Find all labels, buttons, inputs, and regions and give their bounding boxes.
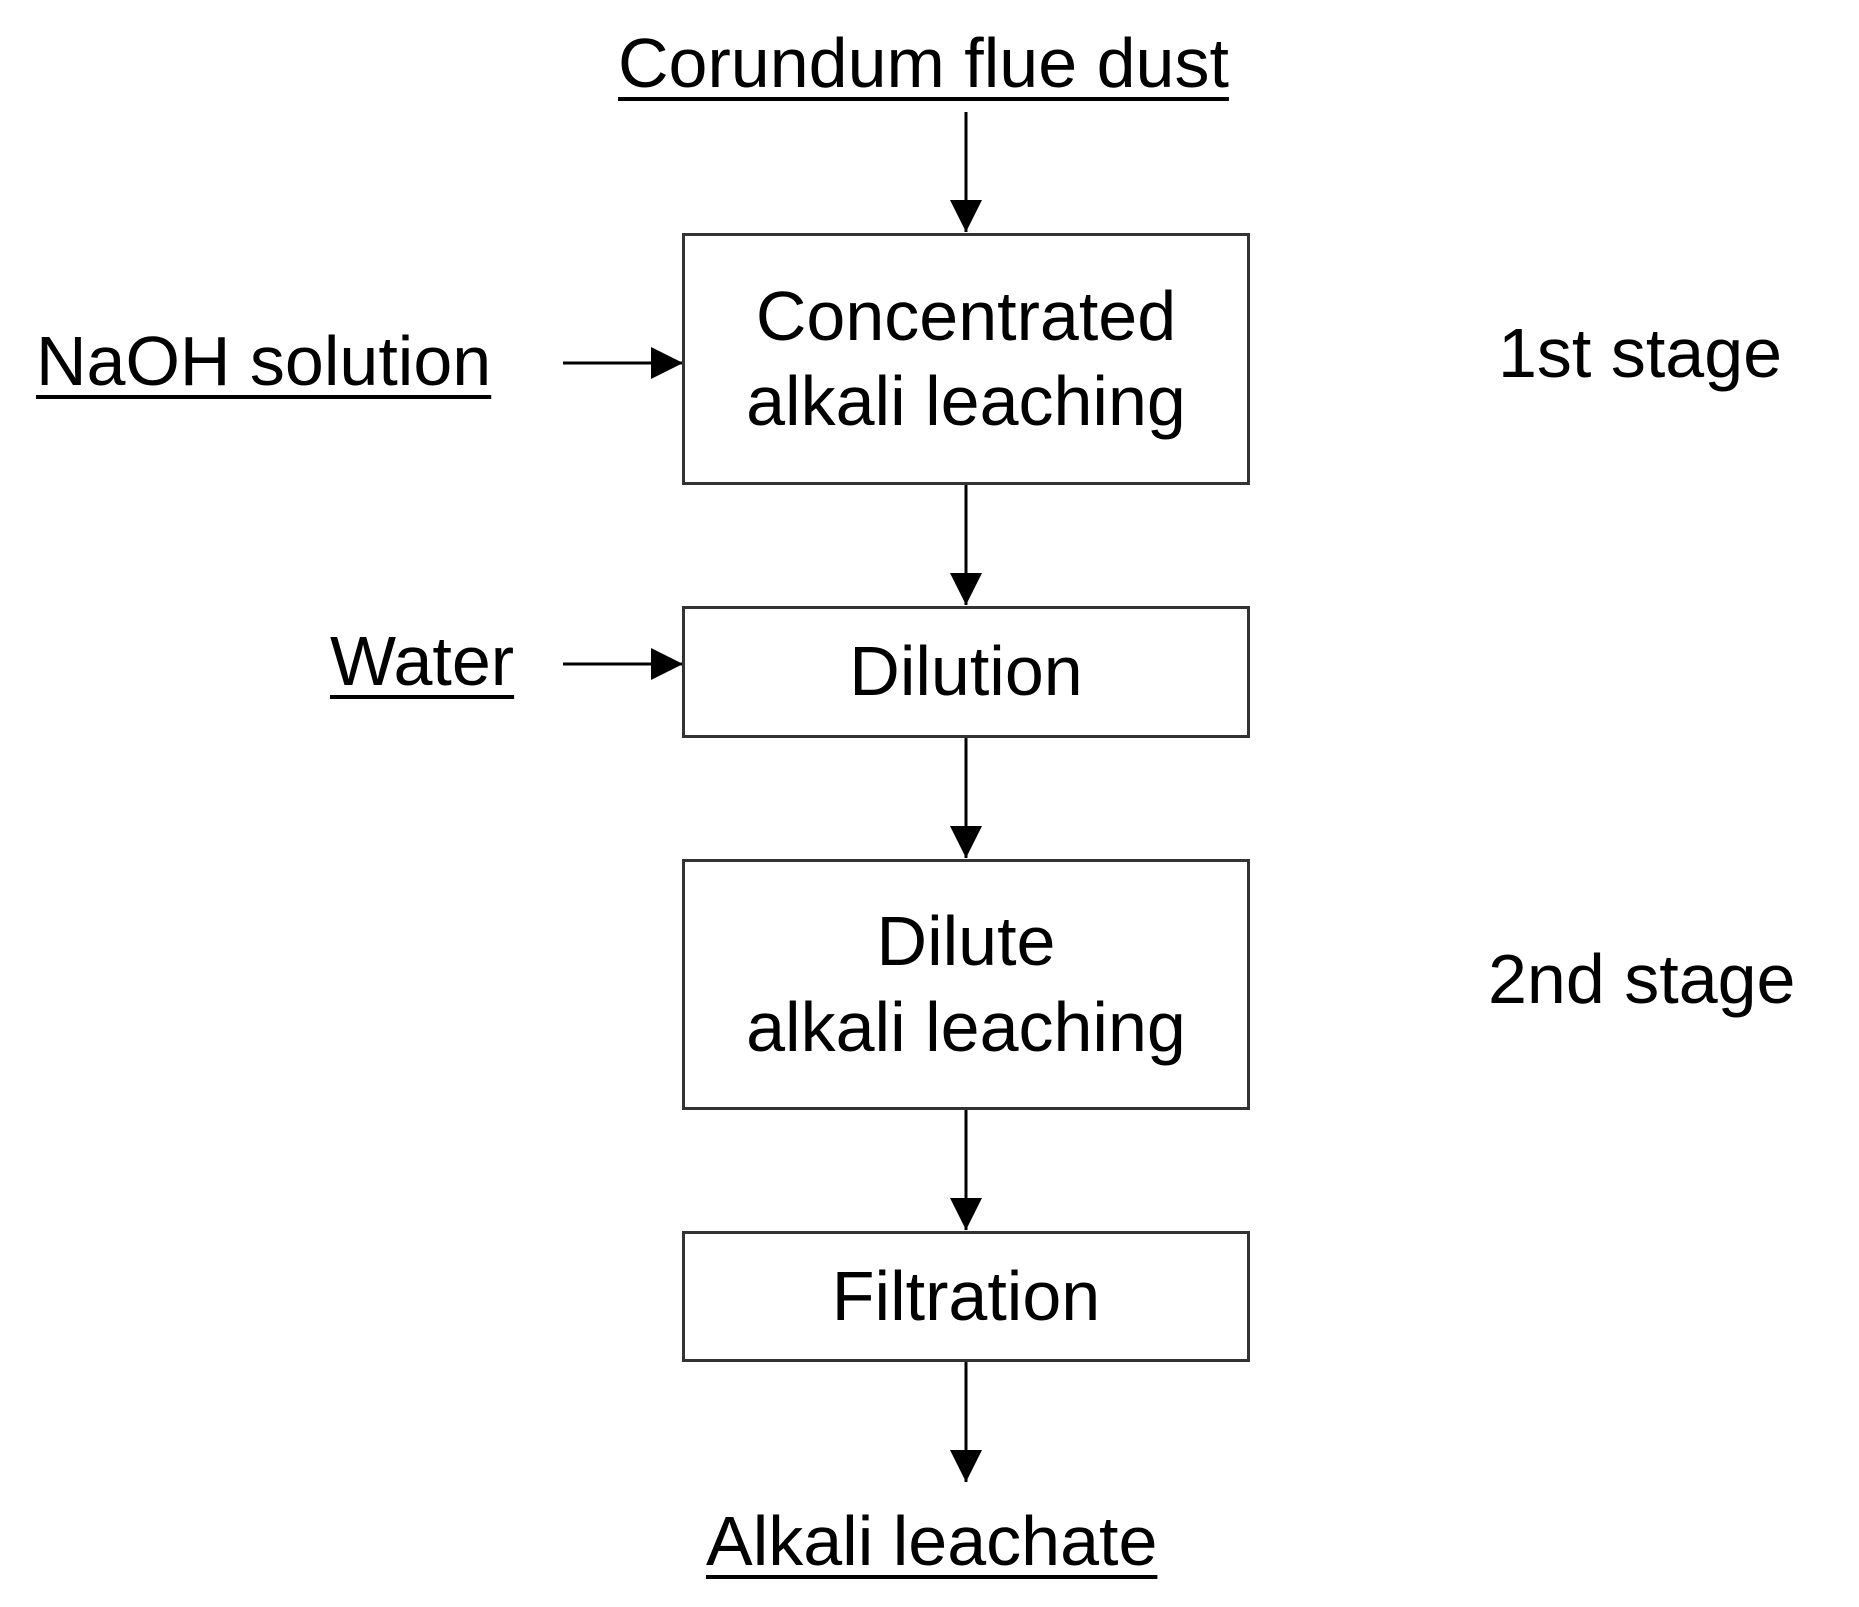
arrowhead [950, 200, 982, 232]
output-label: Alkali leachate [706, 1502, 1158, 1580]
concentrated-leaching-line1: Concentrated [755, 276, 1177, 355]
naoh-input-label: NaOH solution [36, 322, 492, 400]
feed-label: Corundum flue dust [618, 24, 1229, 102]
water-input-label: Water [330, 622, 515, 700]
arrowhead [651, 648, 683, 680]
stage-2-label: 2nd stage [1488, 940, 1796, 1018]
dilute-leaching-line1: Dilute [876, 902, 1056, 981]
dilution-label: Dilution [849, 632, 1083, 711]
arrowhead [950, 1450, 982, 1482]
arrowhead [651, 347, 683, 379]
filtration-label: Filtration [831, 1256, 1101, 1335]
dilution-box: Dilution [682, 606, 1250, 738]
arrowhead [950, 573, 982, 605]
dilute-leaching-box: Dilute alkali leaching [682, 859, 1250, 1110]
arrowhead [950, 1198, 982, 1230]
concentrated-leaching-box: Concentrated alkali leaching [682, 233, 1250, 485]
dilute-leaching-line2: alkali leaching [746, 987, 1186, 1066]
filtration-box: Filtration [682, 1231, 1250, 1362]
arrowhead [950, 826, 982, 858]
concentrated-leaching-line2: alkali leaching [746, 362, 1186, 440]
stage-1-label: 1st stage [1498, 314, 1783, 392]
